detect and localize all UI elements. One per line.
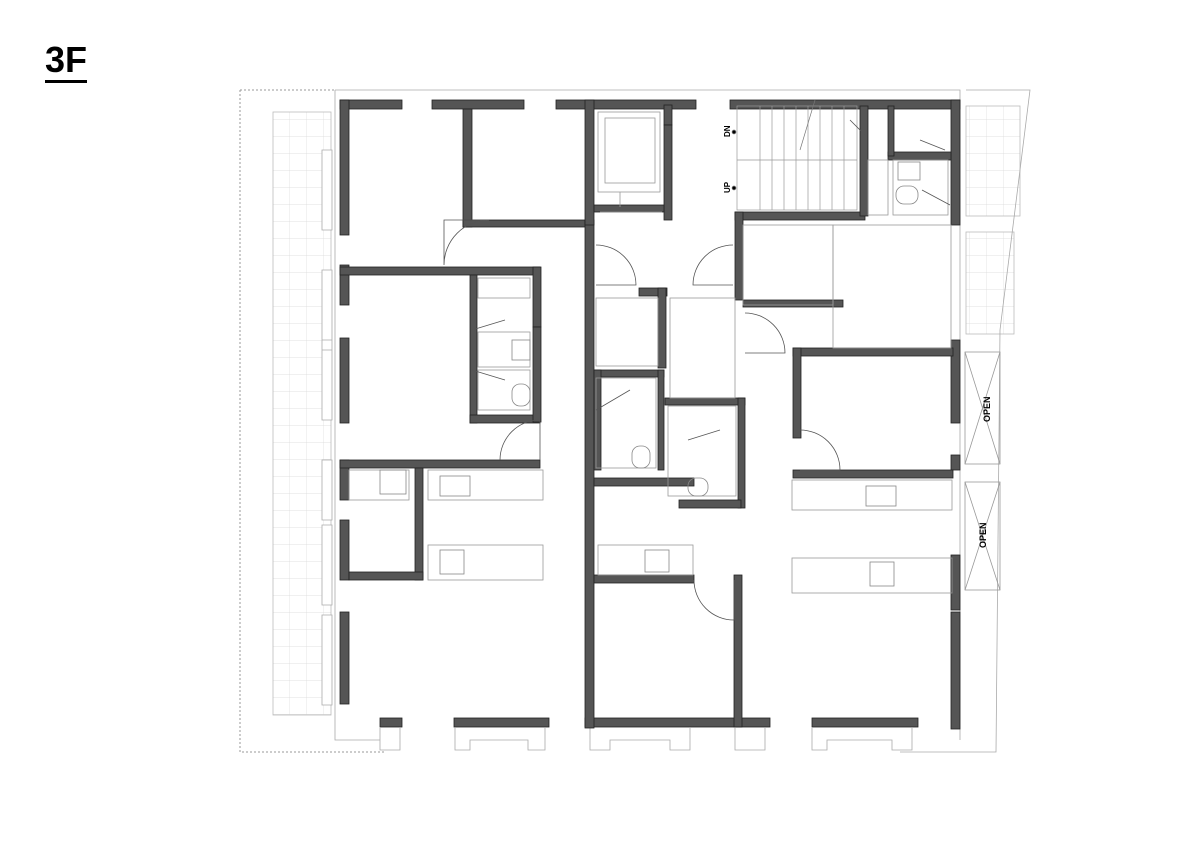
structural-walls <box>339 99 961 730</box>
open-void-label-lower: OPEN <box>978 522 988 548</box>
door-swings <box>443 119 951 621</box>
east-balcony <box>900 89 1031 753</box>
west-terrace <box>272 111 333 716</box>
stair-down-label: DN <box>723 125 732 137</box>
property-boundary <box>239 89 385 753</box>
stair-up-label: UP <box>723 181 732 193</box>
stair <box>731 99 858 211</box>
open-voids <box>964 351 1001 591</box>
floor-level-label: 3F <box>45 40 88 83</box>
facade-bays <box>379 728 913 751</box>
open-void-label-upper: OPEN <box>982 396 992 422</box>
bathroom-fixtures <box>379 161 921 587</box>
